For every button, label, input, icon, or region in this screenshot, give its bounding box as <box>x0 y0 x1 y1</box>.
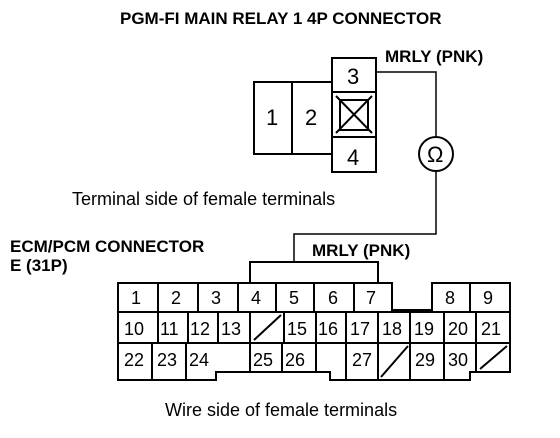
ecm-connector-subtitle: E (31P) <box>10 256 68 275</box>
ecm-pin-22: 22 <box>124 350 144 370</box>
relay-terminal-4: 4 <box>347 145 359 170</box>
relay-connector-title: PGM-FI MAIN RELAY 1 4P CONNECTOR <box>120 9 441 28</box>
ecm-wire-label: MRLY (PNK) <box>312 241 410 260</box>
ecm-lock-tab <box>249 261 379 283</box>
empty-cavity-icon <box>380 345 409 378</box>
empty-cavity-icon <box>335 95 373 134</box>
ecm-view-caption: Wire side of female terminals <box>165 400 397 420</box>
svg-text:Ω: Ω <box>427 142 443 167</box>
ecm-pin-23: 23 <box>157 350 177 370</box>
ecm-pin-15: 15 <box>287 319 307 339</box>
ecm-pin-25: 25 <box>253 350 273 370</box>
ecm-pin-17: 17 <box>350 319 370 339</box>
ecm-pin-21: 21 <box>481 319 501 339</box>
ecm-pin-24: 24 <box>189 350 209 370</box>
relay-wire-label: MRLY (PNK) <box>385 47 483 66</box>
probe-wire-relay <box>376 71 437 136</box>
ecm-connector-title: ECM/PCM CONNECTOR <box>10 237 204 256</box>
relay-terminal-3: 3 <box>347 64 359 89</box>
ecm-pin-4: 4 <box>251 288 261 308</box>
ecm-pin-26: 26 <box>285 350 305 370</box>
ecm-connector: 1 2 3 4 5 6 7 8 9 10 11 12 13 15 16 17 1… <box>117 282 511 381</box>
ecm-pin-8: 8 <box>445 288 455 308</box>
ecm-pin-19: 19 <box>414 319 434 339</box>
relay-terminal-column <box>331 57 377 173</box>
relay-terminal-2: 2 <box>305 105 317 130</box>
ecm-pin-6: 6 <box>328 288 338 308</box>
empty-cavity-icon <box>253 314 282 341</box>
ecm-pin-11: 11 <box>160 319 179 339</box>
ohmmeter-icon: Ω <box>418 136 454 172</box>
ecm-pin-16: 16 <box>318 319 338 339</box>
ecm-pin-30: 30 <box>448 350 468 370</box>
ecm-pin-13: 13 <box>221 319 241 339</box>
empty-cavity-icon <box>479 345 508 370</box>
ecm-pin-7: 7 <box>366 288 376 308</box>
ecm-pin-5: 5 <box>289 288 299 308</box>
ecm-pin-12: 12 <box>190 319 210 339</box>
ecm-pin-27: 27 <box>352 350 372 370</box>
ecm-pin-2: 2 <box>171 288 181 308</box>
probe-wire-ecm <box>293 171 437 262</box>
ecm-pin-3: 3 <box>211 288 221 308</box>
ecm-pin-18: 18 <box>382 319 402 339</box>
ecm-pin-1: 1 <box>131 288 141 308</box>
ecm-pin-29: 29 <box>415 350 435 370</box>
ecm-pin-9: 9 <box>483 288 493 308</box>
relay-connector: 1 2 3 4 <box>253 57 377 173</box>
ecm-pin-20: 20 <box>448 319 468 339</box>
relay-terminal-1: 1 <box>266 105 278 130</box>
relay-view-caption: Terminal side of female terminals <box>72 189 335 209</box>
ecm-pin-10: 10 <box>124 319 144 339</box>
